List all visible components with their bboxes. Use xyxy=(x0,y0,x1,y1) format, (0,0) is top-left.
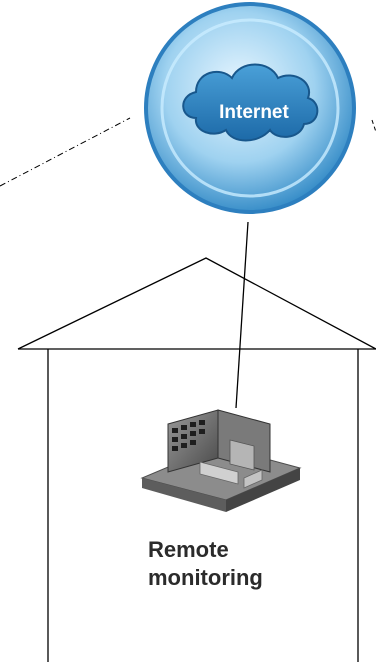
building-label: Remote monitoring xyxy=(148,536,348,592)
building-label-line2: monitoring xyxy=(148,564,348,592)
building-label-line1: Remote xyxy=(148,536,348,564)
internet-cloud-icon: Internet xyxy=(146,4,354,212)
internet-link-line xyxy=(236,222,248,408)
dashdot-connector-left xyxy=(0,118,130,186)
dashdot-connector-right xyxy=(372,120,376,132)
house-roof xyxy=(18,258,376,349)
monitoring-building-icon xyxy=(142,410,300,512)
cloud-label: Internet xyxy=(219,102,289,123)
